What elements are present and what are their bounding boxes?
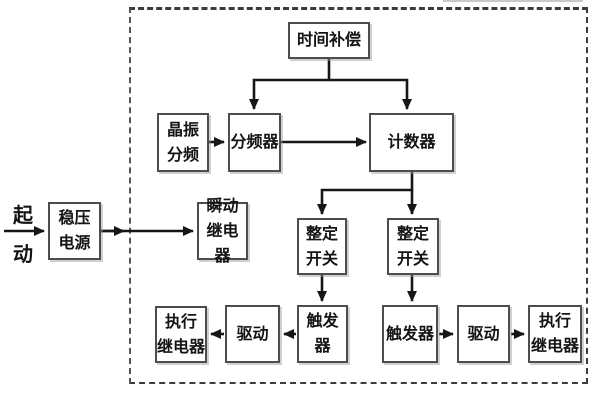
node-instant-relay: 瞬动 继电器 <box>197 198 248 265</box>
node-exec-relay-right: 执行 继电器 <box>528 305 582 363</box>
start-label: 起 动 <box>13 205 33 266</box>
node-setting-switch-left: 整定 开关 <box>297 218 347 275</box>
node-counter-label: 计数器 <box>387 134 436 151</box>
node-setting-switch-right: 整定 开关 <box>387 218 439 275</box>
node-drive-left-label: 驱动 <box>236 325 269 343</box>
node-exec-relay-right-label: 执行 继电器 <box>530 313 579 355</box>
node-trigger-left: 触发器 <box>297 305 348 363</box>
node-power-supply-label: 稳压 电源 <box>58 210 91 252</box>
node-exec-relay-left: 执行 继电器 <box>155 306 207 363</box>
node-time-compensation-label: 时间补偿 <box>296 32 361 49</box>
node-setting-switch-left-label: 整定 开关 <box>305 225 338 268</box>
edge-time-compensation-to-freq-divider <box>249 59 331 110</box>
node-drive-right-label: 驱动 <box>467 325 500 343</box>
node-instant-relay-label: 瞬动 继电器 <box>206 197 239 265</box>
scan-artifact-line <box>443 0 583 2</box>
dashed-boundary-frame <box>129 7 588 384</box>
node-freq-divider-label: 分频器 <box>230 134 279 151</box>
node-crystal-divider: 晶振 分频 <box>157 113 209 172</box>
node-trigger-right: 触发器 <box>382 305 438 363</box>
edge-counter-to-setting-switch-left <box>317 172 414 215</box>
node-freq-divider: 分频器 <box>228 113 281 172</box>
node-counter: 计数器 <box>369 113 454 172</box>
edge-time-compensation-to-counter <box>329 78 412 110</box>
node-time-compensation: 时间补偿 <box>288 22 370 59</box>
node-drive-left: 驱动 <box>225 305 280 363</box>
node-power-supply: 稳压 电源 <box>48 202 101 260</box>
node-trigger-right-label: 触发器 <box>385 325 434 343</box>
node-trigger-left-label: 触发器 <box>306 313 339 355</box>
node-setting-switch-right-label: 整定 开关 <box>396 225 429 268</box>
node-crystal-divider-label: 晶振 分频 <box>166 121 199 164</box>
node-exec-relay-left-label: 执行 继电器 <box>157 313 206 356</box>
node-drive-right: 驱动 <box>457 305 510 363</box>
